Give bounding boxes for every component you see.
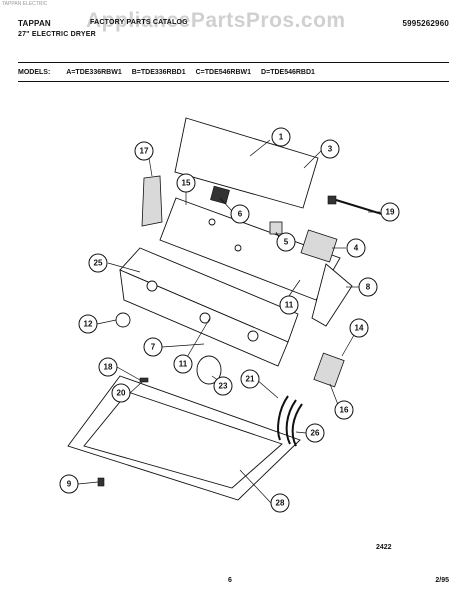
callout-4: 4 [346,238,366,258]
brand-name: TAPPAN [18,19,51,28]
watermark: AppliancePartsPros.com [86,9,346,32]
callout-11a: 11 [279,295,299,315]
callout-14: 14 [349,318,369,338]
revision-date: 2/95 [435,577,449,584]
callout-19: 19 [380,202,400,222]
svg-text:20: 20 [117,389,126,398]
svg-text:4: 4 [354,244,359,253]
drawing-code: 2422 [376,544,392,551]
page-number: 6 [228,577,232,584]
callout-23: 23 [213,376,233,396]
models-line: MODELS: A=TDE336RBW1 B=TDE336RBD1 C=TDE5… [18,69,315,76]
callout-16: 16 [334,400,354,420]
timer [300,229,338,263]
top-mark: TAPPAN ELECTRIC [2,1,48,7]
svg-text:6: 6 [238,210,243,219]
leveling-leg [97,477,105,487]
models-rule [18,81,449,82]
callout-15: 15 [176,173,196,193]
callout-25: 25 [88,253,108,273]
svg-text:18: 18 [104,363,113,372]
panel-hole [208,218,216,226]
svg-text:11: 11 [179,360,188,369]
callout-28: 28 [270,493,290,513]
knob [210,185,230,205]
svg-text:1: 1 [279,133,284,142]
push-switch [269,221,283,235]
svg-text:9: 9 [67,480,72,489]
model-a: A=TDE336RBW1 [66,69,122,76]
svg-text:17: 17 [140,147,149,156]
svg-text:8: 8 [366,283,371,292]
callout-26: 26 [305,423,325,443]
knob-12-part [115,312,131,328]
svg-text:14: 14 [355,324,364,333]
console-end-cap [311,263,353,327]
svg-text:12: 12 [84,320,93,329]
svg-text:19: 19 [386,208,395,217]
door-light-lens [196,355,222,385]
svg-text:28: 28 [276,499,285,508]
svg-text:16: 16 [340,406,349,415]
back-panel [174,117,319,209]
callout-11b: 11 [173,354,193,374]
callout-7: 7 [143,337,163,357]
callout-6: 6 [230,204,250,224]
screw [139,377,149,383]
product-name: 27" ELECTRIC DRYER [18,31,96,38]
top-cover-inset [83,391,283,489]
model-d: D=TDE546RBD1 [261,69,315,76]
svg-text:23: 23 [219,382,228,391]
svg-text:11: 11 [285,301,294,310]
door-switch [313,352,345,388]
callout-21: 21 [240,369,260,389]
svg-text:26: 26 [311,429,320,438]
callout-1: 1 [271,127,291,147]
console-hole [146,280,158,292]
callout-18: 18 [98,357,118,377]
catalog-part-number: 5995262960 [402,19,449,28]
panel-hole [234,244,242,252]
sheet-title: FACTORY PARTS CATALOG [90,19,188,26]
console-hole [199,312,211,324]
callout-17: 17 [134,141,154,161]
callout-12: 12 [78,314,98,334]
svg-text:7: 7 [151,343,156,352]
callout-9: 9 [59,474,79,494]
callout-20: 20 [111,383,131,403]
console-hole [247,330,259,342]
top-rule [18,62,449,63]
svg-text:15: 15 [182,179,191,188]
models-label: MODELS: [18,69,51,76]
callout-8: 8 [358,277,378,297]
callout-3: 3 [320,139,340,159]
svg-text:21: 21 [246,375,255,384]
harness-plug [327,195,337,205]
callout-5: 5 [276,232,296,252]
model-c: C=TDE546RBW1 [195,69,252,76]
model-b: B=TDE336RBD1 [131,69,186,76]
svg-text:25: 25 [94,259,103,268]
svg-text:5: 5 [284,238,289,247]
svg-text:3: 3 [328,145,333,154]
control-bracket [141,175,163,227]
